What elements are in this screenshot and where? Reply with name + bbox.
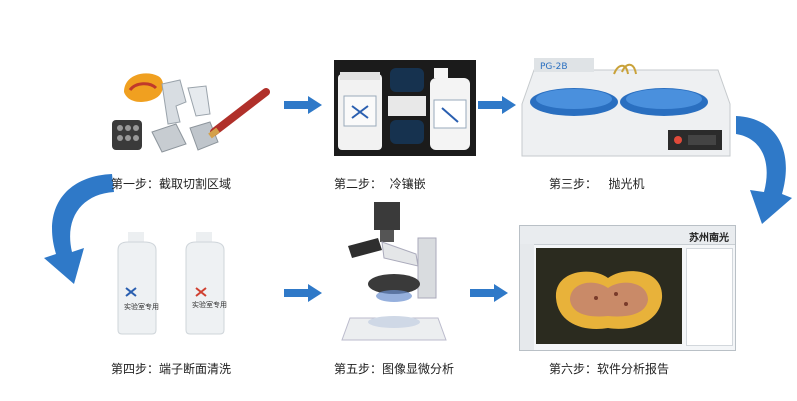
arrow-step4-to-step5: [284, 284, 322, 302]
step5-microscope-image: [334, 198, 450, 348]
step4-caption: 第四步：端子断面清洗: [111, 362, 232, 376]
step2-cold-mount-image: [334, 60, 476, 156]
software-header-label: 苏州南光: [689, 233, 729, 244]
step3-caption: 第三步： 抛光机: [549, 177, 645, 191]
machine-model-label: PG-2B: [540, 62, 568, 72]
software-right-panel: [686, 248, 733, 346]
bottle-label-right: 实验室专用: [192, 301, 227, 309]
step5-caption: 第五步：图像显微分析: [334, 362, 455, 376]
arrow-step1-to-step2: [284, 96, 322, 114]
arrow-step5-to-step6: [470, 284, 508, 302]
software-toolbar: [520, 226, 735, 245]
step4-cleaning-bottles-image: 实验室专用 实验室专用: [112, 230, 240, 336]
software-left-panel: [520, 244, 534, 350]
step2-caption: 第二步： 冷镶嵌: [334, 177, 426, 191]
bottle-label-left: 实验室专用: [124, 303, 159, 311]
arrow-step2-to-step3: [478, 96, 516, 114]
step1-caption: 第一步：截取切割区域: [111, 177, 232, 191]
curved-arrow-step3-to-step6: [736, 116, 792, 224]
step6-caption: 第六步：软件分析报告: [549, 362, 670, 376]
micrograph-view: [536, 248, 682, 344]
step1-terminal-parts-image: [106, 62, 270, 170]
curved-arrow-step1-to-step4: [44, 174, 114, 284]
step6-software-report-image: 苏州南光: [519, 225, 736, 351]
step3-polishing-machine-image: PG-2B: [518, 44, 734, 162]
